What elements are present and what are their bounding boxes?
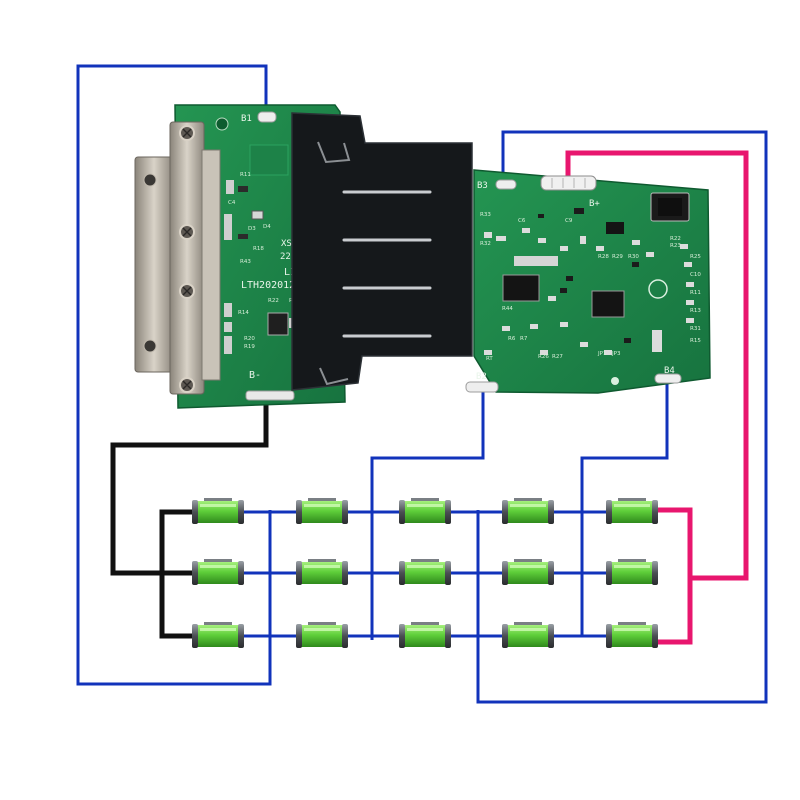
pad-b1 xyxy=(257,111,277,123)
svg-text:R30: R30 xyxy=(628,254,639,260)
svg-text:R22: R22 xyxy=(670,236,681,242)
label-b4: B4 xyxy=(664,366,675,376)
pcb-right: B3 B+ B2 B4 xyxy=(465,169,711,394)
ic-controller xyxy=(591,290,625,318)
test-point xyxy=(648,279,668,299)
svg-text:C6: C6 xyxy=(518,218,526,224)
silk-code: 2217 xyxy=(280,252,302,262)
pcb-right-components xyxy=(484,228,694,355)
svg-text:R11: R11 xyxy=(240,172,251,178)
svg-text:R18: R18 xyxy=(253,246,264,252)
svg-text:R29: R29 xyxy=(612,254,623,260)
battery-cell xyxy=(606,622,658,648)
pad-b-plus xyxy=(540,175,597,191)
svg-text:R6: R6 xyxy=(508,336,516,342)
wire-positive xyxy=(565,150,749,581)
svg-text:R23: R23 xyxy=(670,243,681,249)
svg-text:R22: R22 xyxy=(268,298,279,304)
pcb-insulation-cover xyxy=(291,112,473,391)
battery-cell xyxy=(296,498,348,524)
svg-text:R19: R19 xyxy=(244,344,255,350)
label-b2: B2 xyxy=(476,372,487,382)
svg-text:R26: R26 xyxy=(538,354,549,360)
ic-main xyxy=(502,274,540,302)
pad-b4 xyxy=(654,373,682,384)
battery-cell xyxy=(296,622,348,648)
battery-cell xyxy=(502,622,554,648)
mounting-hole xyxy=(215,117,229,131)
svg-text:R44: R44 xyxy=(502,306,513,312)
wire-b1 xyxy=(76,64,272,686)
svg-text:JP3: JP3 xyxy=(611,351,621,357)
svg-text:D4: D4 xyxy=(263,224,271,230)
wire-negative xyxy=(110,398,269,576)
svg-text:JP1: JP1 xyxy=(597,351,606,357)
silk-model: XSQ xyxy=(281,239,297,249)
svg-text:R11: R11 xyxy=(690,290,701,296)
battery-cell xyxy=(502,498,554,524)
battery-cell xyxy=(399,622,451,648)
svg-text:R25: R25 xyxy=(690,254,701,260)
svg-text:R28: R28 xyxy=(598,254,609,260)
battery-cell xyxy=(399,559,451,585)
label-b-minus: B- xyxy=(249,370,261,381)
svg-text:C4: C4 xyxy=(228,200,236,206)
silk-line-2: LTH202012080 xyxy=(241,280,313,291)
svg-text:R33: R33 xyxy=(480,212,491,218)
pad-b2 xyxy=(465,381,499,393)
svg-text:R13: R13 xyxy=(690,308,701,314)
battery-cell xyxy=(296,559,348,585)
battery-cell xyxy=(192,622,244,648)
battery-cell xyxy=(192,559,244,585)
wire-negative-bus xyxy=(159,509,192,639)
battery-cell xyxy=(606,559,658,585)
svg-text:D3: D3 xyxy=(248,226,256,232)
svg-text:R20: R20 xyxy=(244,336,255,342)
svg-text:C9: C9 xyxy=(565,218,573,224)
wire-positive-bus xyxy=(656,507,693,645)
svg-text:R31: R31 xyxy=(690,326,701,332)
battery-cell xyxy=(502,559,554,585)
battery-cell xyxy=(192,498,244,524)
svg-text:C10: C10 xyxy=(690,272,701,278)
pad-b3 xyxy=(495,179,517,190)
svg-text:R7: R7 xyxy=(520,336,528,342)
svg-text:RT: RT xyxy=(486,356,493,362)
svg-text:R14: R14 xyxy=(238,310,249,316)
metal-terminal-rail xyxy=(134,121,221,395)
svg-text:R43: R43 xyxy=(240,259,251,265)
svg-text:R27: R27 xyxy=(552,354,563,360)
battery-cells xyxy=(192,498,658,648)
label-b-plus: B+ xyxy=(589,199,600,209)
label-b3: B3 xyxy=(477,181,488,191)
label-b1: B1 xyxy=(241,114,252,124)
battery-cell xyxy=(399,498,451,524)
pad-b-minus xyxy=(245,390,295,401)
svg-text:R32: R32 xyxy=(480,241,491,247)
svg-text:R15: R15 xyxy=(690,338,701,344)
battery-cell xyxy=(606,498,658,524)
wire-b3 xyxy=(476,130,768,704)
